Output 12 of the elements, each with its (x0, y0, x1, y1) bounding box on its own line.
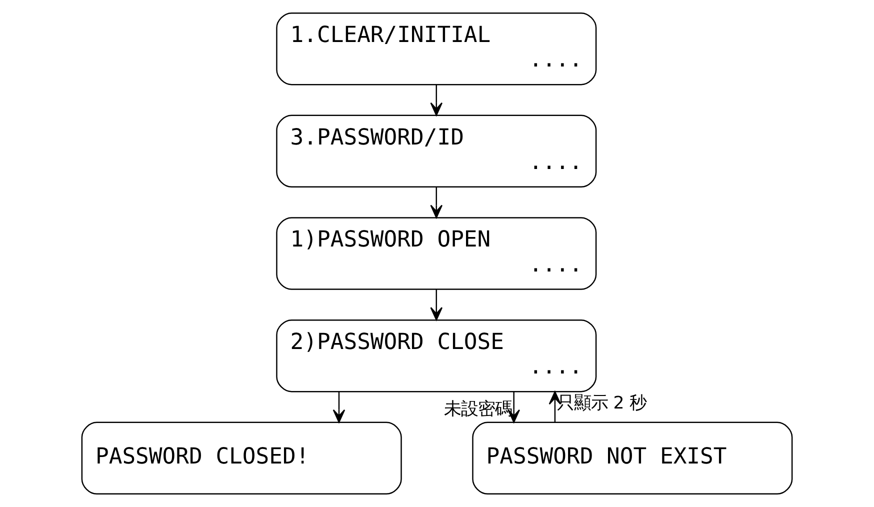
arrow (430, 186, 443, 218)
node-box: PASSWORD CLOSED! (81, 422, 402, 495)
arrow (548, 391, 562, 422)
arrow (332, 392, 346, 423)
node-box: 3.PASSWORD/ID .... (276, 114, 597, 188)
edge-label: 只顯示 2 秒 (556, 394, 647, 414)
node-box: PASSWORD NOT EXIST (472, 422, 793, 495)
node-box: 1)PASSWORD OPEN .... (276, 217, 597, 290)
arrow (430, 84, 443, 116)
node-box: 1.CLEAR/INITIAL .... (276, 12, 597, 86)
arrow (430, 289, 443, 320)
node-box: 2)PASSWORD CLOSE .... (276, 319, 597, 392)
